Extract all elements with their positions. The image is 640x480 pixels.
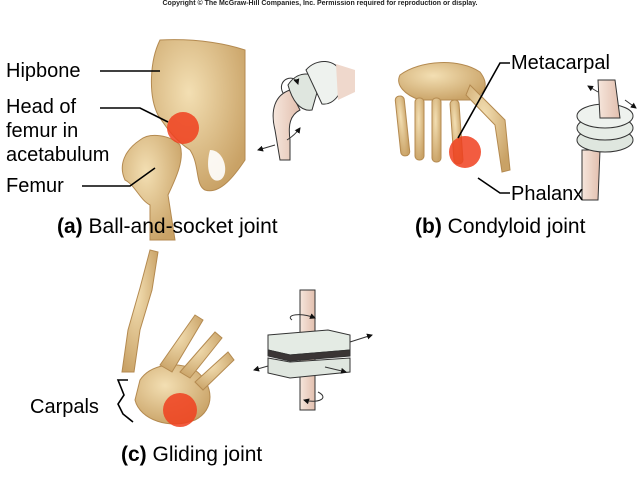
caption-c-letter: (c)	[121, 443, 147, 466]
label-femur: Femur	[6, 175, 64, 197]
label-head-of-femur-3: acetabulum	[6, 144, 110, 166]
caption-b-letter: (b)	[415, 215, 442, 238]
finger-joint-highlight	[449, 136, 481, 168]
caption-c-title: Gliding joint	[152, 443, 263, 466]
label-head-of-femur-1: Head of	[6, 96, 77, 118]
caption-c: (c) Gliding joint	[121, 443, 262, 467]
label-phalanx: Phalanx	[511, 183, 584, 205]
caption-a: (a) Ball-and-socket joint	[57, 215, 278, 239]
condyloid-model	[576, 79, 637, 201]
label-head-of-femur-2: femur in	[6, 120, 79, 142]
gliding-model	[253, 289, 373, 411]
caption-b-title: Condyloid joint	[447, 215, 586, 238]
leader-lines-a	[82, 70, 169, 187]
label-metacarpal: Metacarpal	[511, 52, 610, 74]
label-hipbone: Hipbone	[6, 60, 81, 82]
wrist-bone-illustration	[121, 249, 235, 425]
hip-joint-highlight	[167, 112, 199, 144]
ball-and-socket-model	[257, 61, 355, 161]
caption-b: (b) Condyloid joint	[415, 215, 585, 239]
hand-bone-illustration	[394, 62, 511, 173]
caption-a-letter: (a)	[57, 215, 83, 238]
copyright-notice: Copyright © The McGraw-Hill Companies, I…	[162, 0, 478, 7]
carpals-bracket	[116, 379, 134, 423]
leader-lines-b	[457, 62, 510, 194]
hip-bone-illustration	[121, 39, 246, 241]
carpal-joint-highlight	[163, 393, 197, 427]
caption-a-title: Ball-and-socket joint	[88, 215, 278, 238]
label-carpals: Carpals	[30, 396, 99, 418]
